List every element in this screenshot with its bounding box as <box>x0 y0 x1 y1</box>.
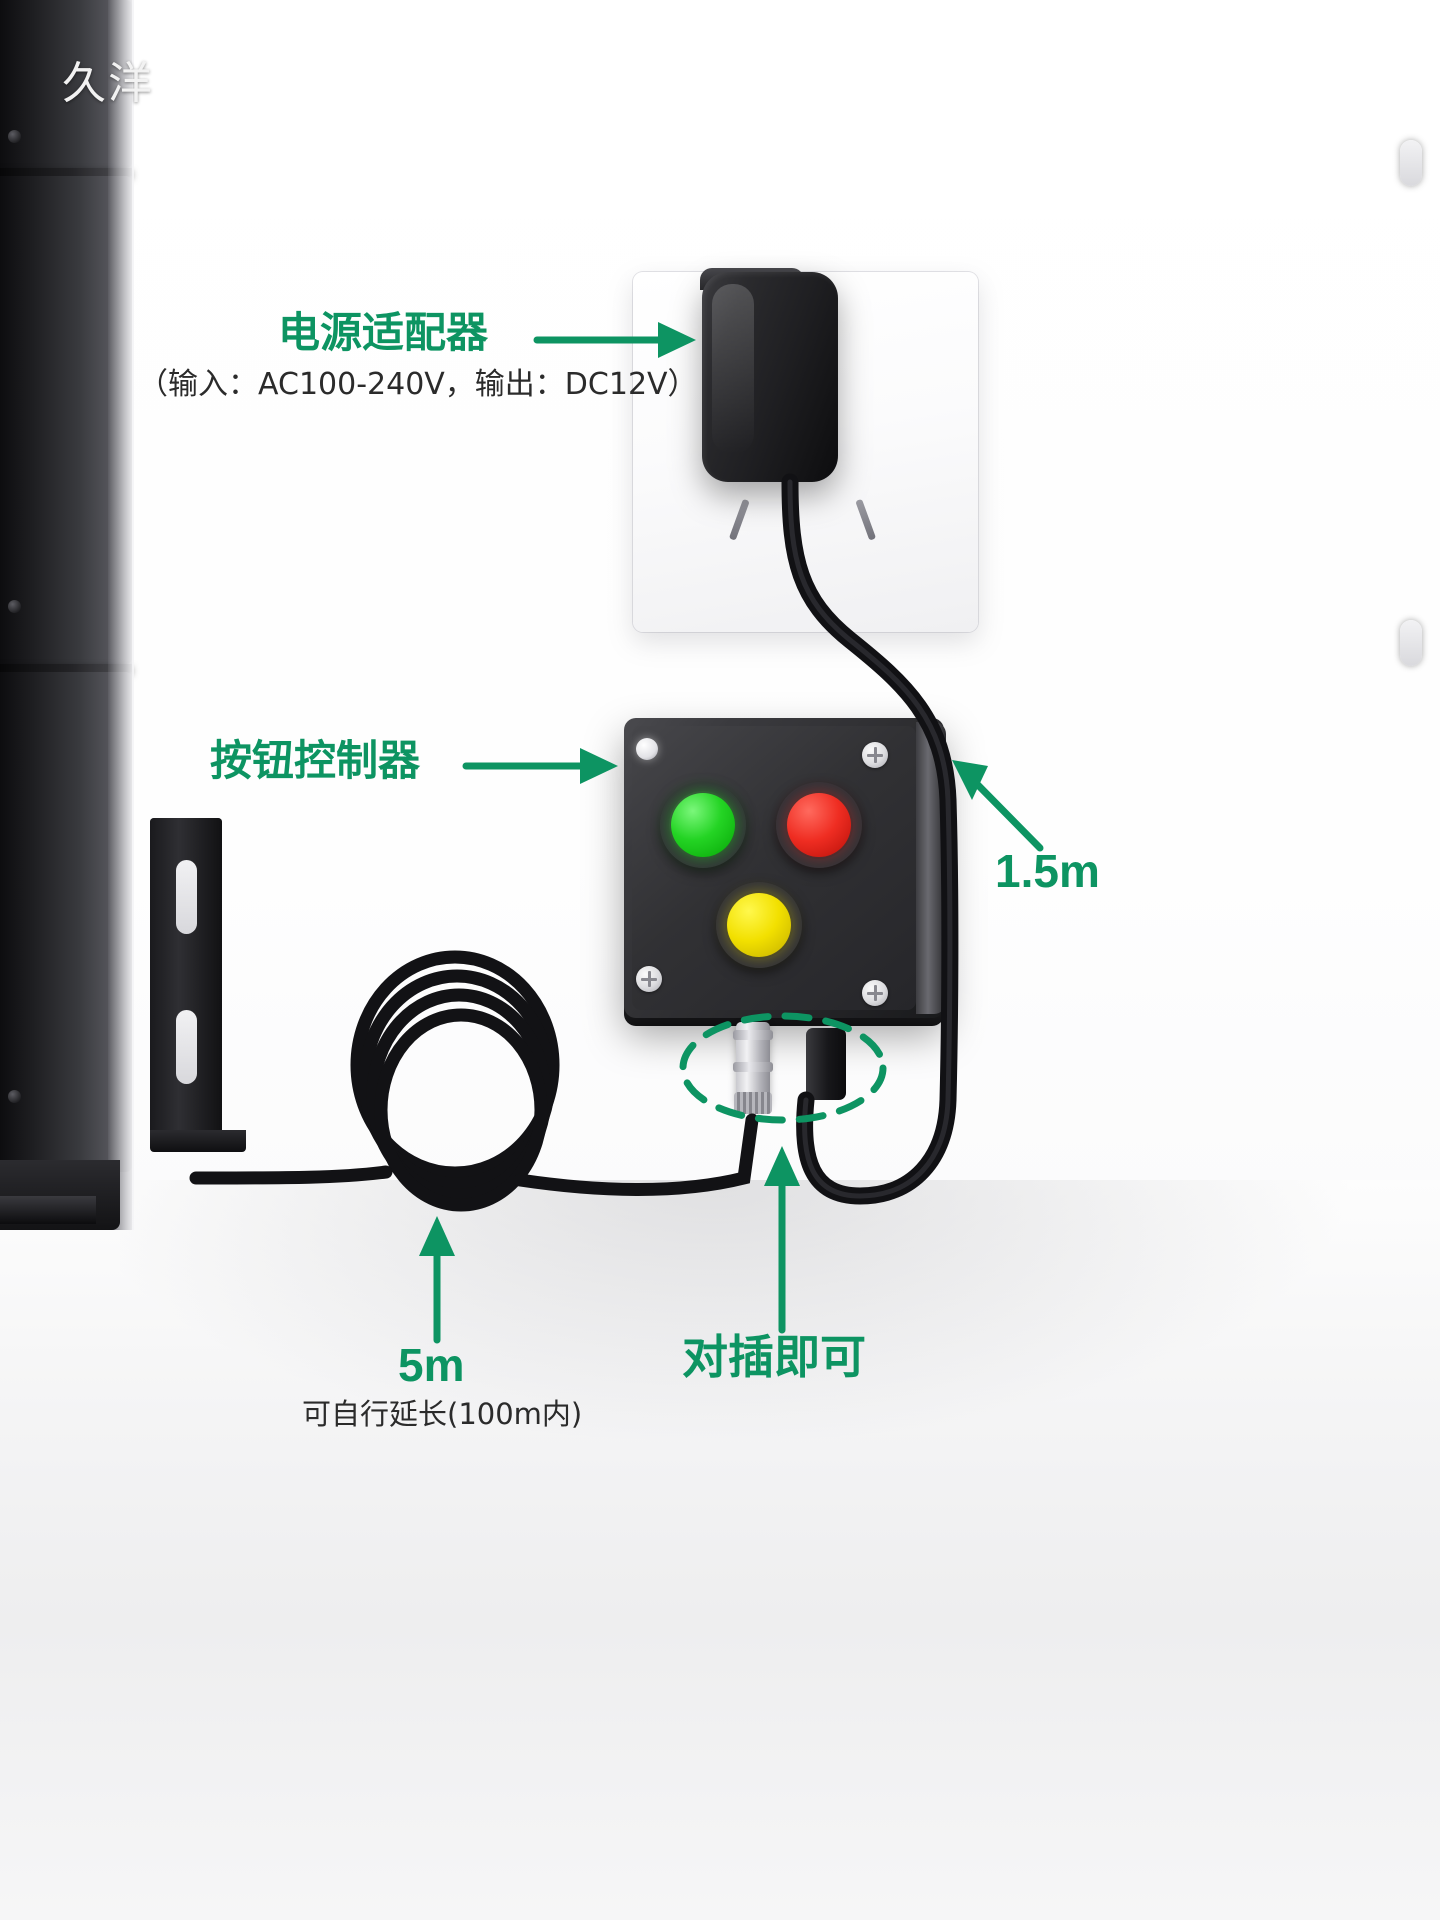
machine-foot <box>0 1196 96 1224</box>
start-button[interactable] <box>660 782 746 868</box>
start-button-cap <box>671 793 735 857</box>
control-box-screw-tr <box>862 742 888 768</box>
machine-screw <box>8 1090 21 1103</box>
label-power-adapter-spec: （输入：AC100-240V，输出：DC12V） <box>138 367 698 402</box>
label-connector-hint: 对插即可 <box>682 1330 866 1384</box>
connector-ring <box>733 1062 773 1072</box>
machine-notch <box>1400 140 1422 186</box>
socket-slot-left <box>728 498 750 541</box>
bracket-slot <box>176 1010 197 1084</box>
machine-screw <box>8 130 21 143</box>
label-button-controller: 按钮控制器 <box>210 736 421 785</box>
label-sensor-cable-length: 5m <box>398 1339 465 1391</box>
label-adapter-cable-length: 1.5m <box>995 845 1100 897</box>
bracket-slot <box>176 860 197 934</box>
socket-slot-right <box>855 498 877 541</box>
adapter-highlight <box>712 284 754 454</box>
emergency-button-cap <box>727 893 791 957</box>
control-box-side <box>916 722 946 1014</box>
connector-knurl <box>734 1092 772 1114</box>
control-box <box>624 718 946 1018</box>
stop-button[interactable] <box>776 782 862 868</box>
machine-seam <box>0 664 132 672</box>
label-sensor-cable-note: 可自行延长(100m内) <box>302 1397 583 1431</box>
control-box-face <box>632 726 916 1010</box>
cable-plug-black <box>806 1028 846 1100</box>
machine-edge-highlight <box>108 0 134 1230</box>
floor-surface <box>0 1180 1440 1920</box>
watermark-text: 久洋 <box>62 58 154 109</box>
control-box-screw-bl <box>636 966 662 992</box>
status-led <box>636 738 658 760</box>
connector-ring <box>733 1030 773 1040</box>
stop-button-cap <box>787 793 851 857</box>
control-box-screw-br <box>862 980 888 1006</box>
machine-screw <box>8 600 21 613</box>
label-power-adapter: 电源适配器 <box>278 308 489 357</box>
power-adapter-body <box>702 272 838 482</box>
emergency-button[interactable] <box>716 882 802 968</box>
bracket-foot <box>150 1130 246 1152</box>
machine-seam <box>0 168 132 176</box>
machine-notch <box>1400 620 1422 666</box>
